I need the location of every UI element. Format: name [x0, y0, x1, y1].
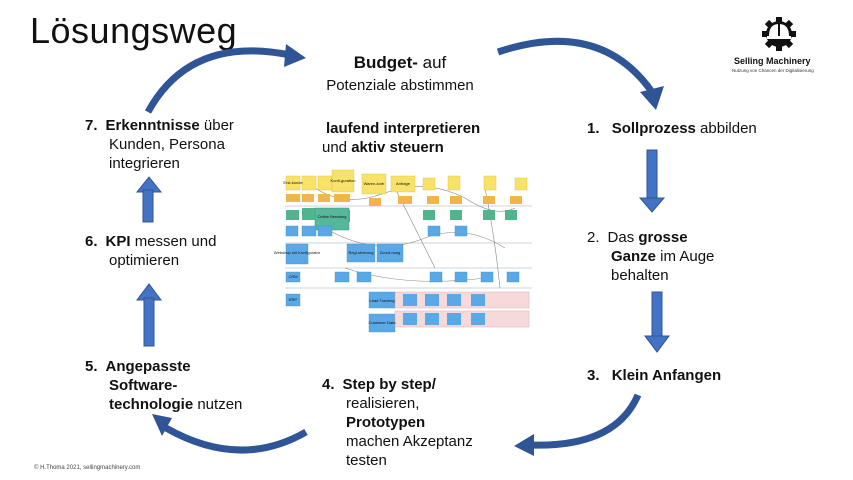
step-5-rest: nutzen [193, 396, 243, 413]
label-anfrage: Anfrage [396, 181, 411, 186]
step-2-bold2: Ganze [611, 248, 657, 265]
step-4: 4.Step by step/ realisieren, Prototypen … [322, 375, 542, 470]
arrow-up-2 [135, 176, 163, 223]
step-7-line3: integrieren [109, 155, 180, 172]
center-line2-bold: aktiv steuern [351, 139, 444, 156]
step-2-rest: im Auge [656, 248, 715, 265]
label-customer-data: Customer Data [369, 320, 397, 325]
label-erp: ERP [289, 297, 298, 302]
arrow-down-1 [638, 149, 666, 213]
process-diagram: Online Beratung [274, 168, 532, 335]
step-4-number: 4. [322, 376, 335, 393]
step-5: 5. Angepasste Software- technologie nutze… [85, 357, 305, 414]
step-7-bold: Erkenntnisse [105, 117, 200, 134]
arrow-bottom-right [514, 393, 642, 456]
step-7: 7. Erkenntnisse über Kunden, Persona inte… [85, 116, 305, 173]
arrow-down-2 [644, 291, 670, 353]
step-4-bold: Step by step/ [342, 376, 436, 393]
step-2-number: 2. [587, 229, 600, 246]
arrow-up-1 [136, 283, 162, 347]
page-title: Lösungsweg [30, 10, 238, 51]
step-3-bold: Klein Anfangen [611, 367, 722, 384]
center-line1: laufend interpretieren [326, 120, 481, 137]
step-4-line4: machen Akzeptanz [346, 433, 473, 450]
center-line2-pre: und [322, 139, 352, 156]
step-7-number: 7. [85, 117, 98, 134]
logo-name: Selling Machinery [734, 56, 811, 66]
label-online-beratung: Online Beratung [318, 214, 347, 219]
step-2-bold1: grosse [638, 229, 688, 246]
label-konfiguration: Konfi-guration [331, 178, 356, 183]
step-5-bold2: Software- [109, 377, 178, 394]
step-6: 6. KPI messen und optimieren [85, 232, 305, 270]
step-1: 1. Sollprozess abbilden [587, 119, 807, 138]
step-1-bold: Sollprozess [611, 120, 696, 137]
step-7-rest: über [199, 117, 234, 134]
label-crm: CRM [288, 274, 297, 279]
step-4-line5: testen [346, 452, 387, 469]
label-zuordnung: Zuord-nung [380, 250, 401, 255]
step-6-line2: optimieren [109, 252, 180, 269]
step-2-line3: behalten [611, 267, 669, 284]
budget-rest: auf [417, 53, 447, 72]
center-text: laufend interpretieren und aktiv steuern [322, 119, 522, 157]
step-1-rest: abbilden [695, 120, 757, 137]
budget-line2: Potenziale abstimmen [326, 77, 474, 94]
label-warenkorb: Waren-korb [364, 181, 386, 186]
logo: Selling Machinery Nutzung von Chancen de… [730, 12, 830, 76]
arrow-top-left [144, 44, 306, 114]
process-diagram-svg: Online Beratung [274, 169, 532, 333]
helmet-gear-icon [762, 17, 796, 51]
label-lead-tracking: Lead Tracking [369, 298, 394, 303]
step-2-pre: Das [607, 229, 639, 246]
arrow-bottom-left [152, 414, 308, 454]
step-6-number: 6. [85, 233, 98, 250]
label-erstkunde: Erst-kunde [283, 180, 303, 185]
copyright-footer: © H.Thoma 2021, sellingmachinery.com [34, 465, 141, 471]
label-registrierung: Regi-strierung [348, 250, 373, 255]
step-6-rest: messen und [130, 233, 217, 250]
budget-bold: Budget- [353, 53, 418, 72]
step-5-number: 5. [85, 358, 98, 375]
step-5-bold3: technologie [109, 396, 194, 413]
step-4-bold2: Prototypen [346, 414, 426, 431]
label-webshop: Webshop mit Konfigurator [274, 250, 321, 255]
step-6-bold: KPI [105, 233, 131, 250]
step-1-number: 1. [587, 120, 600, 137]
arrow-top-right [496, 37, 664, 110]
logo-subtitle: Nutzung von Chancen der Digitalisierung [732, 68, 814, 73]
budget-text: Budget- auf Potenziale abstimmen [300, 52, 500, 98]
step-3-number: 3. [587, 367, 600, 384]
step-2: 2. Das grosse Ganze im Auge behalten [587, 228, 807, 285]
step-4-line2: realisieren, [346, 395, 420, 412]
step-5-bold1: Angepasste [105, 358, 191, 375]
step-3: 3. Klein Anfangen [587, 366, 807, 385]
step-7-line2: Kunden, Persona [109, 136, 225, 153]
